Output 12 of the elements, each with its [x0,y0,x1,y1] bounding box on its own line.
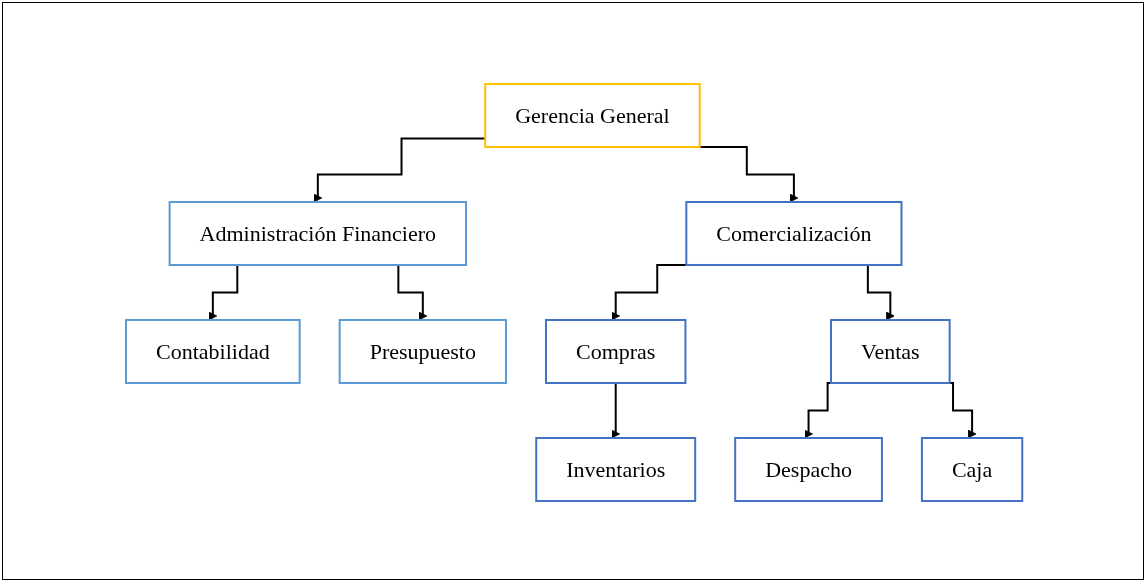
node-box: Administración Financiero [168,200,467,266]
node-box: Inventarios [535,436,697,502]
node-box: Presupuesto [338,318,507,384]
node-box: Ventas [829,318,951,384]
node-box: Gerencia General [484,82,701,148]
arrow [611,381,620,438]
node-box: Comercialización [685,200,903,266]
node-box: Despacho [734,436,883,502]
arrow [698,145,799,202]
node-box: Compras [544,318,687,384]
node-box: Caja [920,436,1024,502]
node-box: Contabilidad [124,318,301,384]
